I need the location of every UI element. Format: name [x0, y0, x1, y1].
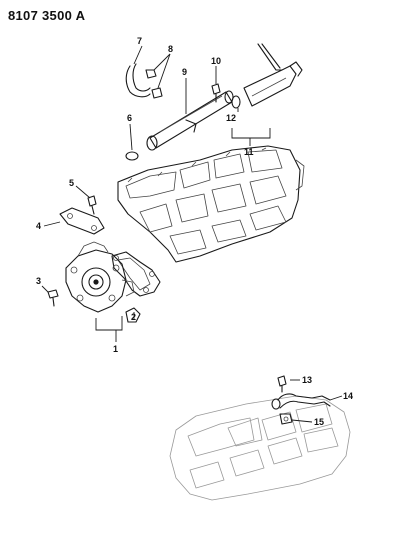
intake-manifold — [169, 395, 351, 501]
callout-11: 11 — [244, 147, 254, 157]
callout-1: 1 — [113, 344, 118, 354]
callout-15: 15 — [314, 417, 324, 427]
callout-4: 4 — [36, 221, 41, 231]
engine-block — [117, 145, 305, 263]
leader-lines — [41, 45, 343, 423]
water-pump-assembly — [47, 241, 161, 323]
callout-12: 12 — [226, 113, 236, 123]
callout-labels: 1 2 3 4 5 6 7 8 9 10 11 12 13 14 15 — [36, 36, 353, 427]
callout-2: 2 — [131, 312, 136, 322]
callout-13: 13 — [302, 375, 312, 385]
callout-8: 8 — [168, 44, 173, 54]
thermostat-area — [59, 43, 303, 235]
callout-9: 9 — [182, 67, 187, 77]
heater-pipe-assembly — [271, 375, 331, 425]
callout-10: 10 — [211, 56, 221, 66]
callout-3: 3 — [36, 276, 41, 286]
callout-6: 6 — [127, 113, 132, 123]
callout-5: 5 — [69, 178, 74, 188]
callout-14: 14 — [343, 391, 353, 401]
callout-7: 7 — [137, 36, 142, 46]
diagram-code: 8107 3500 A — [8, 8, 86, 23]
